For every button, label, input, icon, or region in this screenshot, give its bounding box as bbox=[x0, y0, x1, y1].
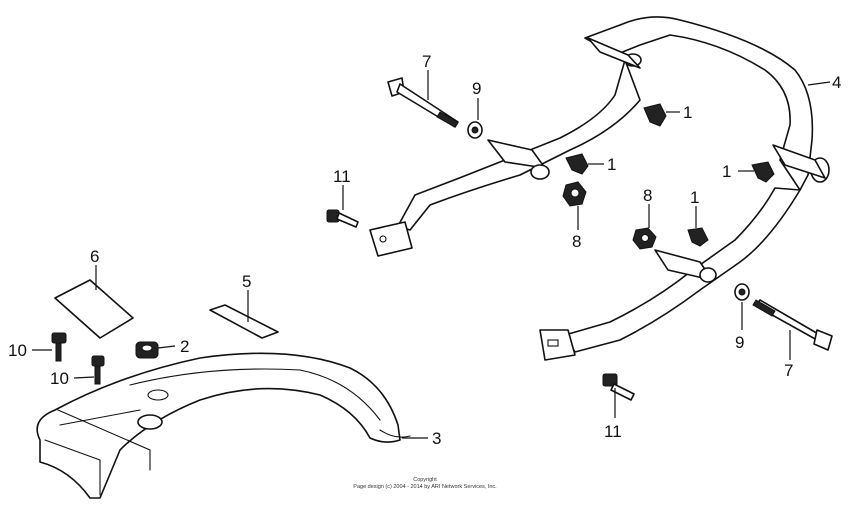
callout-4: 4 bbox=[832, 73, 841, 92]
copyright-title: Copyright bbox=[413, 477, 437, 483]
callout-11-bottom: 11 bbox=[604, 422, 622, 441]
callout-1-center: 1 bbox=[607, 155, 616, 174]
callout-9-upper: 9 bbox=[472, 79, 481, 98]
rear-fender bbox=[36, 352, 428, 499]
callout-11-left: 11 bbox=[333, 167, 351, 186]
callout-3: 3 bbox=[432, 429, 441, 448]
long-bolt-7-lower bbox=[752, 299, 833, 360]
clip-1-upper bbox=[643, 103, 680, 127]
callout-8-right: 8 bbox=[643, 186, 652, 205]
callout-6: 6 bbox=[90, 247, 99, 266]
long-bolt-7-upper bbox=[387, 70, 459, 128]
washer-9-lower bbox=[734, 283, 750, 330]
washer-9-upper bbox=[467, 98, 483, 139]
clip-1-center bbox=[565, 153, 604, 175]
callout-9-lower: 9 bbox=[735, 333, 744, 352]
callout-5: 5 bbox=[242, 272, 251, 291]
grommet bbox=[135, 341, 176, 359]
callout-1-lower: 1 bbox=[690, 188, 699, 207]
bolt-10-upper bbox=[32, 332, 67, 362]
callout-1-right: 1 bbox=[722, 162, 731, 181]
clip-1-lower bbox=[687, 206, 709, 247]
callout-7-upper: 7 bbox=[422, 52, 431, 71]
bolt-10-lower bbox=[73, 355, 105, 385]
callout-10-lower: 10 bbox=[50, 369, 69, 388]
label-plate bbox=[54, 265, 134, 339]
callout-1-upper: 1 bbox=[683, 103, 692, 122]
reflector-strip bbox=[209, 290, 279, 339]
copyright-notice: Page design (c) 2004 - 2014 by ARI Netwo… bbox=[353, 484, 497, 490]
bolt-11-bottom bbox=[602, 373, 635, 418]
callout-10-upper: 10 bbox=[8, 341, 27, 360]
callout-8-center: 8 bbox=[572, 232, 581, 251]
callout-7-lower: 7 bbox=[784, 361, 793, 380]
nut-8-center bbox=[562, 181, 587, 230]
callout-2: 2 bbox=[180, 337, 189, 356]
nut-8-right bbox=[632, 204, 657, 250]
grab-rail bbox=[369, 16, 831, 361]
clip-1-right bbox=[738, 161, 775, 183]
bolt-11-left bbox=[326, 185, 359, 228]
